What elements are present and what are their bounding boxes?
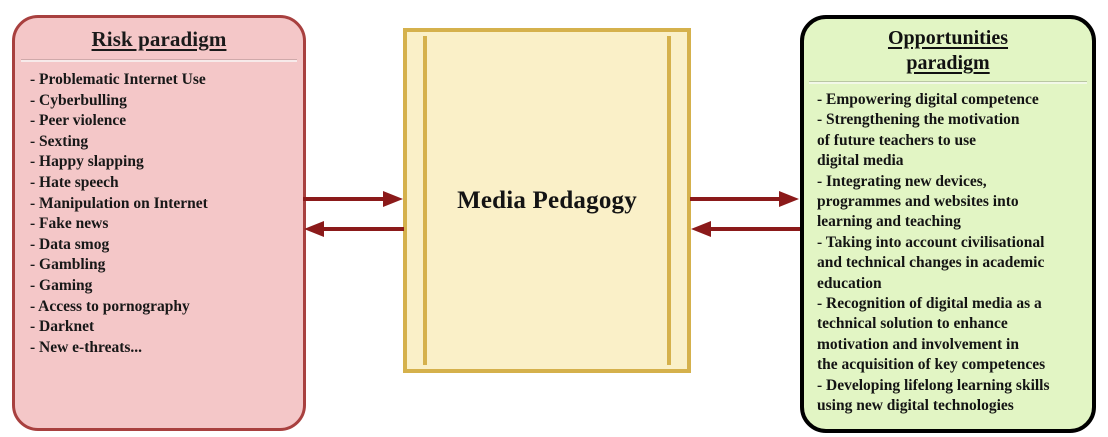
list-item: - Fake news <box>30 215 109 233</box>
list-item: - Sexting <box>30 132 89 150</box>
list-item: - Hate speech <box>30 173 119 191</box>
list-item: - Happy slapping <box>30 153 144 171</box>
risk-paradigm-panel: Risk paradigm - Problematic Internet Use… <box>12 15 306 431</box>
list-item: - Integrating new devices, <box>817 172 987 190</box>
page-rule-right-line <box>667 36 671 365</box>
list-item: programmes and websites into <box>817 193 1019 211</box>
opportunities-paradigm-title: Opportunities paradigm <box>804 26 1092 76</box>
list-item: - Recognition of digital media as a <box>817 295 1042 313</box>
list-item: - Access to pornography <box>30 297 190 315</box>
risk-paradigm-title: Risk paradigm <box>91 27 227 51</box>
list-item: - Developing lifelong learning skills <box>817 376 1050 394</box>
opportunities-panel-divider <box>809 81 1087 84</box>
list-item: - Darknet <box>30 318 95 336</box>
list-item: - Problematic Internet Use <box>30 71 206 88</box>
risk-item-list: - Problematic Internet Use - Cyberbullin… <box>30 70 295 358</box>
list-item: education <box>817 274 882 292</box>
page-rule-left-line <box>423 36 427 365</box>
list-item: - Peer violence <box>30 112 127 130</box>
list-item: - Empowering digital competence <box>817 91 1039 108</box>
list-item: - Manipulation on Internet <box>30 194 208 212</box>
arrow-media-to-opportunities <box>690 191 799 207</box>
opportunities-item-list: - Empowering digital competence - Streng… <box>817 90 1086 417</box>
list-item: technical solution to enhance <box>817 315 1008 333</box>
list-item: and technical changes in academic <box>817 254 1045 272</box>
list-item: - Gambling <box>30 256 106 274</box>
list-item: - Taking into account civilisational <box>817 233 1045 251</box>
list-item: - Gaming <box>30 276 93 294</box>
list-item: digital media <box>817 152 904 170</box>
arrow-opportunities-to-media <box>691 221 800 237</box>
list-item: - Cyberbulling <box>30 91 127 109</box>
arrow-risk-to-media <box>303 191 403 207</box>
list-item: - Strengthening the motivation <box>817 111 1020 129</box>
media-pedagogy-label: Media Pedagogy <box>457 186 637 214</box>
list-item: of future teachers to use <box>817 131 976 149</box>
list-item: using new digital technologies <box>817 397 1014 415</box>
arrow-media-to-risk <box>304 221 404 237</box>
opportunities-title-line-2: paradigm <box>906 52 990 74</box>
media-pedagogy-node: Media Pedagogy <box>403 28 691 373</box>
list-item: motivation and involvement in <box>817 335 1019 353</box>
list-item: - New e-threats... <box>30 338 143 356</box>
risk-panel-divider <box>21 59 297 62</box>
opportunities-paradigm-panel: Opportunities paradigm - Empowering digi… <box>800 15 1096 433</box>
opportunities-title-line-1: Opportunities <box>887 27 1009 49</box>
list-item: learning and teaching <box>817 213 961 231</box>
list-item: - Data smog <box>30 235 110 253</box>
list-item: the acquisition of key competences <box>817 356 1046 374</box>
